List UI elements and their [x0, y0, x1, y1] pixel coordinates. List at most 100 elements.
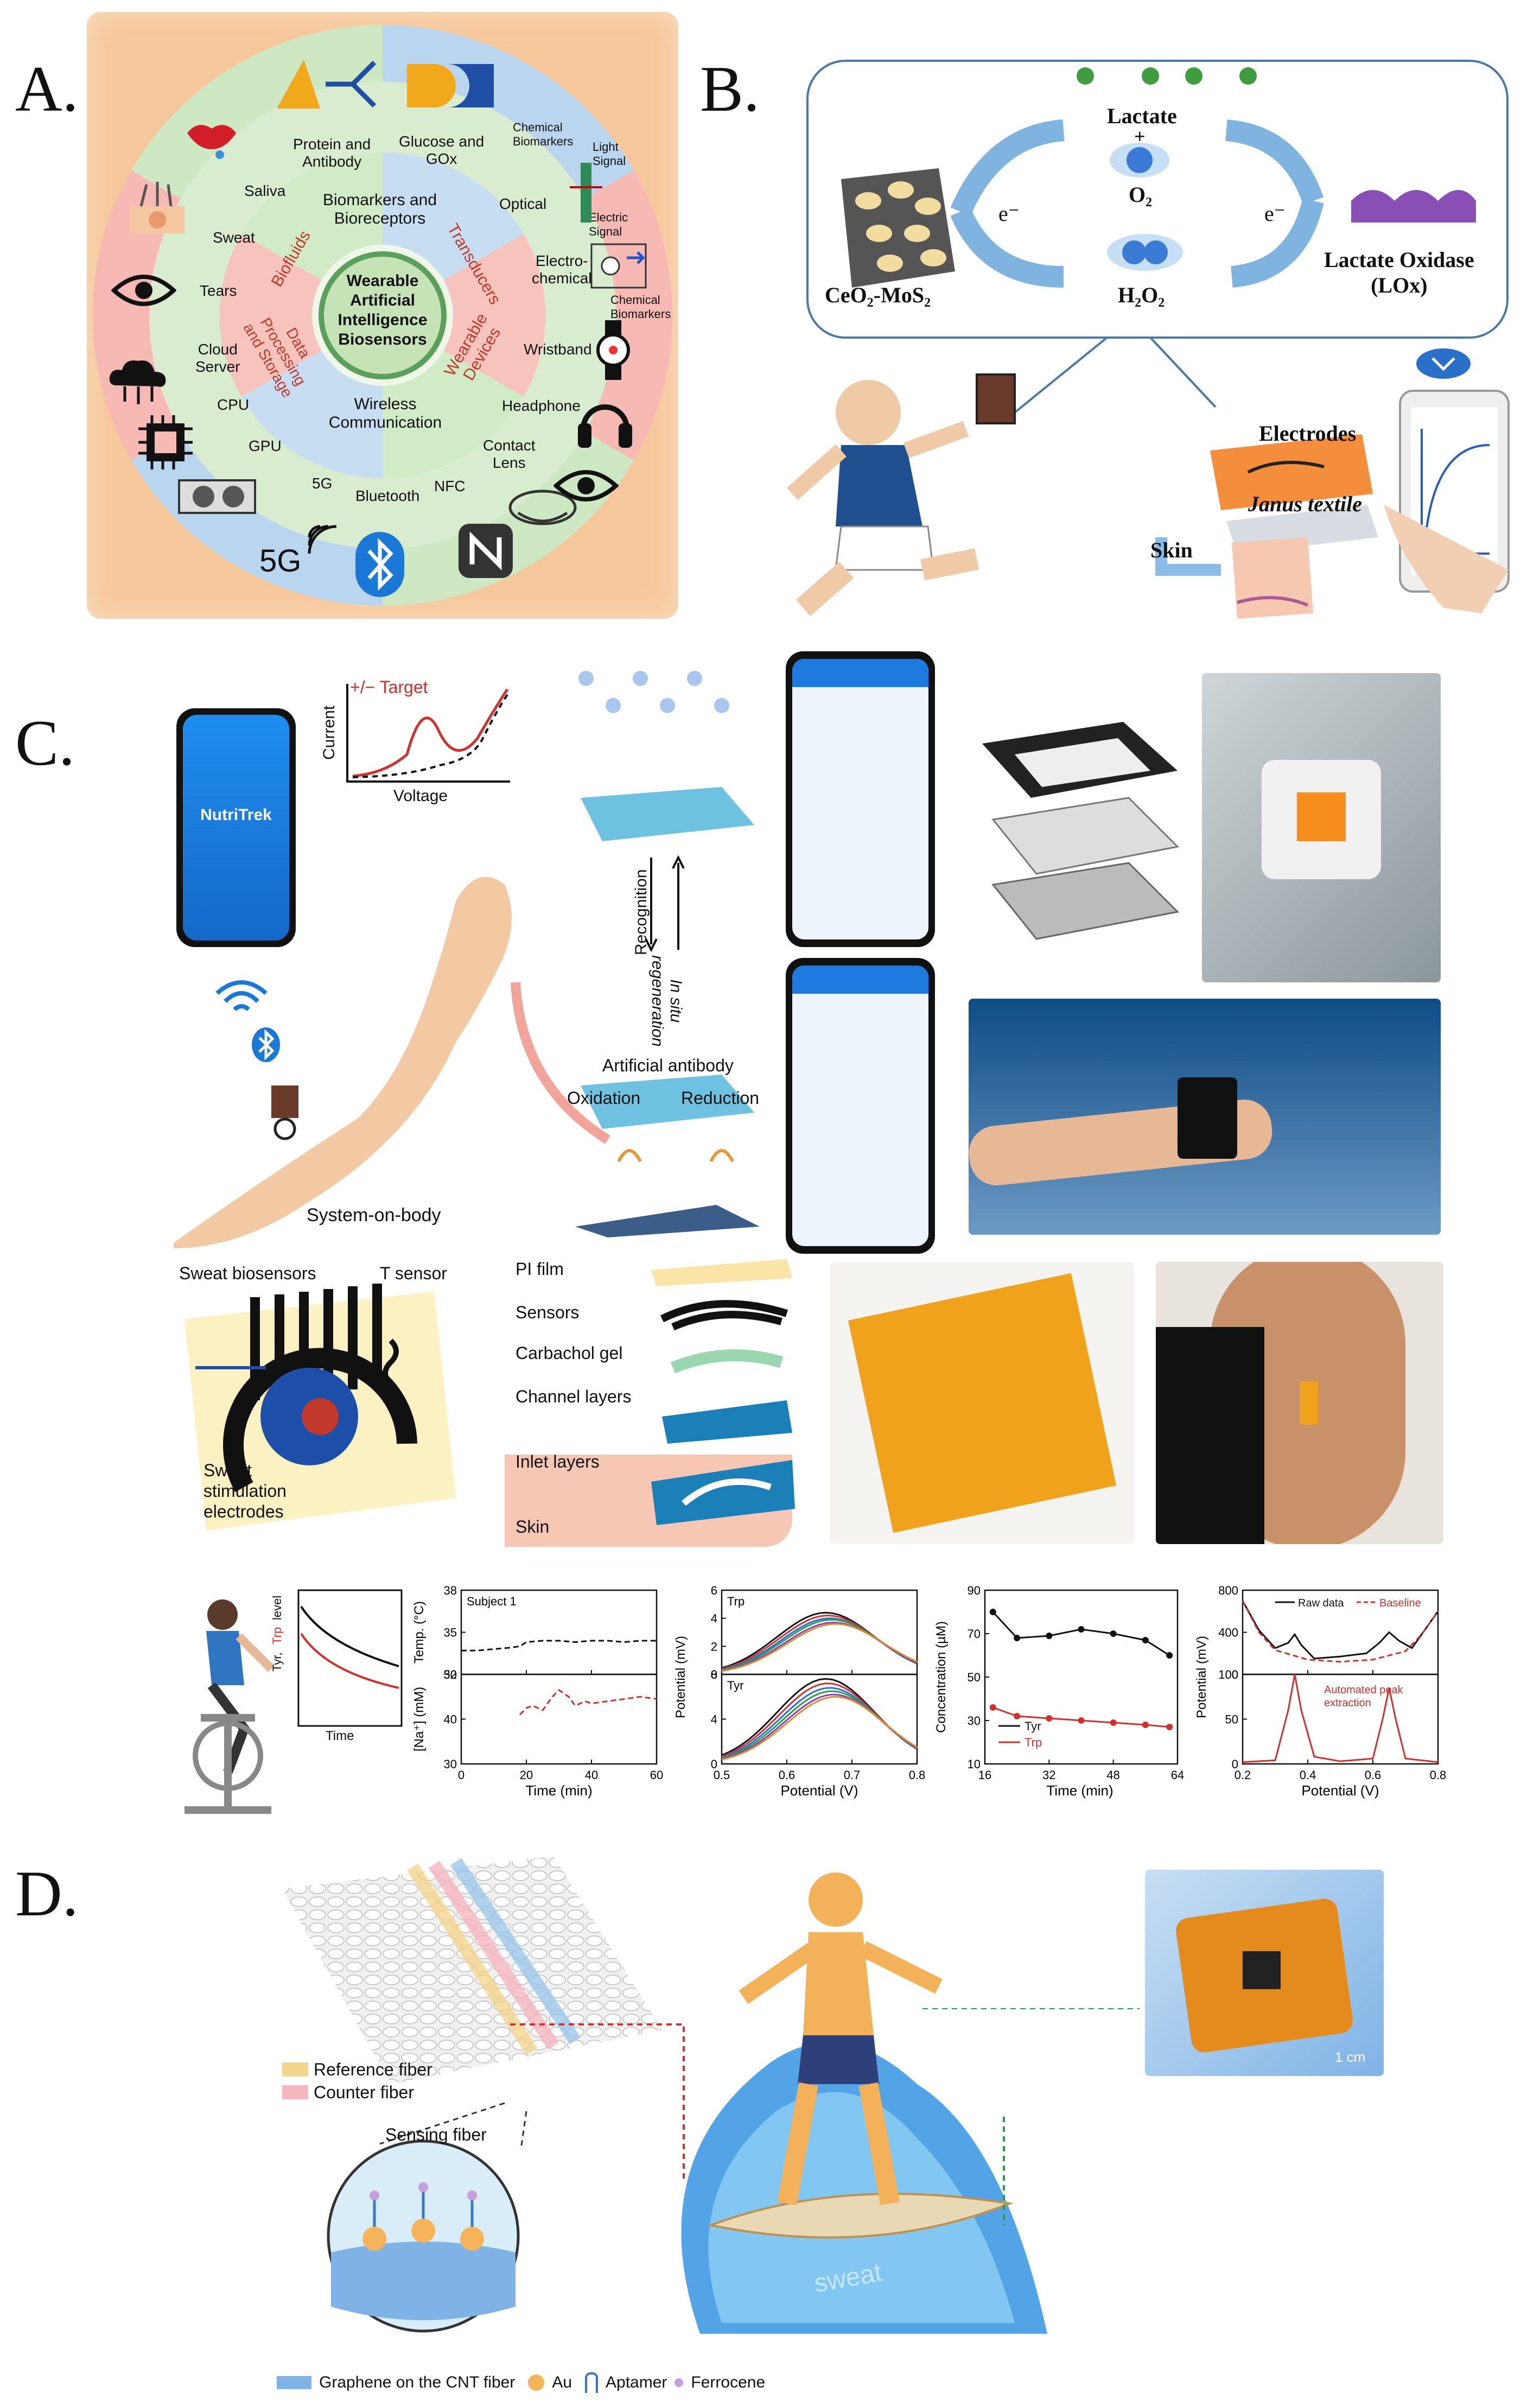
gpu-card-icon [178, 479, 256, 514]
c2-sub1-ytick-label: 0 [711, 1757, 717, 1771]
c-layer-sensors: Sensors [516, 1303, 580, 1322]
c3-series-Trp-point [1078, 1717, 1085, 1724]
c3-xtick-label: 64 [1171, 1768, 1184, 1782]
legend-au-swatch [528, 2374, 545, 2391]
a-sweat: Sweat [213, 229, 255, 246]
app-phone-top-header [792, 659, 928, 687]
c1-sub1-ytick-label: 50 [444, 1668, 457, 1681]
a-cpu: CPU [217, 396, 250, 413]
a-nfc: NFC [434, 478, 466, 494]
c1-sub1-xtick-label: 20 [520, 1768, 533, 1782]
tyr-trp-level-inset [297, 1589, 403, 1727]
c4-sub0-ytick-label: 0 [1232, 1668, 1238, 1681]
a-bluetooth: Bluetooth [355, 487, 420, 504]
c3-xlabel: Time (min) [1046, 1782, 1113, 1799]
c3-legend-label: Trp [1024, 1736, 1042, 1749]
c1-ylabel0: Temp. (°C) [412, 1601, 427, 1664]
a-biomarkers-bioreceptors: Biomarkers and Bioreceptors [322, 191, 437, 227]
c3-series-Tyr-point [1110, 1630, 1117, 1637]
a-saliva: Saliva [244, 182, 286, 199]
artificial-antibody-scheme [575, 671, 760, 1237]
c3-series-Trp-point [989, 1704, 996, 1711]
runner-figure [787, 380, 979, 617]
a-center-line-1: Wearable [346, 272, 419, 290]
c-oxidation: Oxidation [567, 1088, 641, 1108]
a-chemical-biomarkers-top: Chemical Biomarkers [513, 120, 574, 148]
c1-sub0-ytick-label: 38 [444, 1584, 457, 1597]
d-sensing-fiber: Sensing fiber [385, 2125, 487, 2144]
b-h2o2: H₂O₂ [1118, 283, 1165, 307]
c-layer-channel: Channel layers [516, 1387, 632, 1406]
c3-series-Trp-point [1166, 1724, 1173, 1730]
b-lactate-oxidase: Lactate Oxidase (LOx) [1324, 247, 1474, 297]
c-system-on-body: System-on-body [307, 1205, 441, 1226]
c2-sub0-ytick-label: 0 [711, 1668, 717, 1681]
c4-sub1-xtick-label: 0.8 [1430, 1768, 1447, 1782]
legend-aptamer-swatch [585, 2372, 599, 2393]
photo-wristwatch [969, 999, 1441, 1235]
app-phone-top-screen [792, 659, 928, 939]
c1-sub1-frame [460, 1673, 658, 1765]
c-t-sensor: T sensor [380, 1264, 447, 1283]
c3-series-Trp-point [1014, 1713, 1021, 1719]
panel-label-c: C. [15, 707, 75, 779]
c-recognition: Recognition [632, 869, 650, 955]
electric-signal-icon [590, 243, 647, 289]
c3-ylabel: Concentration (µM) [934, 1621, 949, 1733]
c-layer-carbachol: Carbachol gel [516, 1343, 623, 1363]
c-mini-xlabel: Time [326, 1729, 354, 1743]
c2-sub0-ytick-label: 4 [711, 1612, 717, 1626]
c3-xtick-label: 48 [1106, 1768, 1119, 1782]
a-gpu: GPU [249, 437, 282, 454]
c-mini-ylabel-level: level [270, 1595, 284, 1620]
c3-series-Tyr-point [1046, 1633, 1053, 1639]
c2-sub0-ytick-label: 2 [711, 1640, 717, 1653]
c4-series0 [1242, 1600, 1439, 1663]
c1-sub1-ytick-label: 40 [444, 1713, 457, 1726]
b-janus-textile: Janus textile [1248, 492, 1363, 516]
c-artificial-antibody: Artificial antibody [602, 1056, 734, 1075]
c4-sub1-ytick-label: 100 [1218, 1668, 1238, 1681]
c4-sub0-ytick-label: 800 [1218, 1584, 1238, 1597]
c2-xlabel: Potential (V) [780, 1782, 858, 1799]
c-target-label: +/− Target [350, 677, 428, 697]
c4-ylabel: Potential (mV) [1194, 1636, 1209, 1718]
c2-title0: Trp [727, 1595, 744, 1608]
a-protein-antibody: Protein and Antibody [293, 136, 371, 170]
c-reduction: Reduction [681, 1088, 760, 1108]
skin-pore-icon [130, 182, 184, 233]
d-scale-bar: 1 cm [1335, 2049, 1366, 2065]
a-wristband: Wristband [524, 341, 592, 358]
a-chemical-biomarkers-bottom: Chemical Biomarkers [610, 293, 671, 321]
c-sweat-stimulation: Sweat stimulation electrodes [203, 1461, 287, 1521]
nutritrek-phone: NutriTrek [176, 708, 296, 947]
surfer-wave-illustration [681, 1872, 1047, 2334]
a-glucose-gox: Glucose and GOx [399, 133, 485, 167]
d-connector-lines [510, 2008, 1140, 2225]
patch [1300, 1381, 1318, 1425]
bluetooth-icon [355, 532, 404, 597]
d-legend: Graphene on the CNT fiber Au Aptamer Fer… [277, 2372, 765, 2393]
c3-ytick-label: 30 [968, 1714, 981, 1728]
c1-sub0-ytick-label: 32 [444, 1668, 457, 1681]
c-mini-ylabel-tyr: Tyr, [270, 1652, 284, 1672]
c3-series-Tyr-point [1142, 1637, 1149, 1643]
tank-top [1156, 1327, 1264, 1544]
c4-legend-label: Baseline [1379, 1597, 1421, 1609]
legend-au-label: Au [552, 2373, 572, 2391]
c1-sub1-xtick-label: 60 [650, 1768, 663, 1782]
c4-xlabel: Potential (V) [1301, 1782, 1379, 1799]
watch-body [1178, 1077, 1237, 1159]
a-5g-small: 5G [312, 475, 333, 492]
device-exploded-view [982, 722, 1180, 940]
panel-label-b: B. [700, 53, 760, 125]
c2-curve [721, 1696, 918, 1761]
c1-sub1-ytick-label: 30 [444, 1757, 457, 1771]
b-ceo2-mos2: CeO₂-MoS₂ [825, 283, 931, 307]
a-5g-large: 5G [259, 543, 302, 579]
legend-ferrocene-swatch [674, 2378, 684, 2387]
target-voltammogram-inset [346, 684, 510, 783]
c4-series0 [1242, 1600, 1439, 1660]
